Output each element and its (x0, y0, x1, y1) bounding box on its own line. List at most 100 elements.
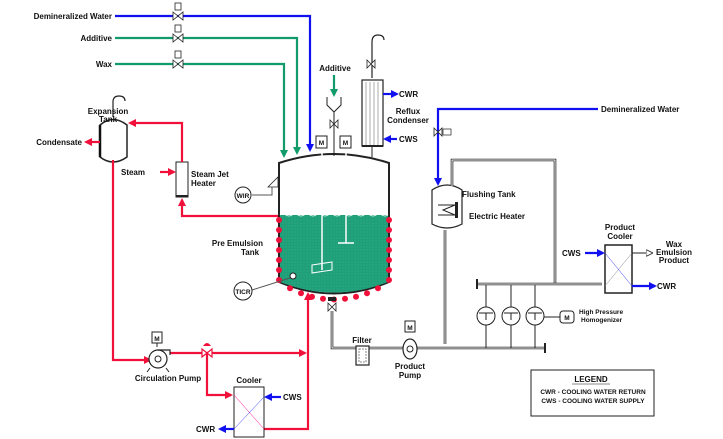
demineralized-water-label: Demineralized Water (34, 12, 112, 21)
demineralized-water-right-label: Demineralized Water (601, 105, 679, 114)
expansion-tank: Expansion Tank Condensate (36, 95, 128, 163)
heating-dot (276, 257, 282, 263)
steam-jet-heater-label-1: Steam Jet (191, 170, 229, 179)
pre-emulsion-tank: Pre Emulsion Tank (212, 150, 392, 303)
heating-dot (353, 293, 359, 300)
homogenizer-label-1: High Pressure (579, 309, 623, 316)
wax-emulsion-product-label-2: Emulsion (656, 248, 692, 257)
product-cooler-label-1: Product (605, 223, 636, 232)
product-line (327, 297, 546, 353)
heating-dot (386, 217, 392, 223)
heating-dot (342, 295, 348, 302)
additive-label: Additive (80, 34, 112, 43)
filter[interactable]: Filter (352, 336, 372, 366)
reflux-condenser-label-1: Reflux (396, 107, 421, 116)
product-cooler-cws-label: CWS (562, 249, 581, 258)
legend-item-cws: CWS - COOLING WATER SUPPLY (541, 398, 645, 405)
heating-dot (276, 227, 282, 233)
cooler-cws-label: CWS (283, 393, 302, 402)
additive-top-label: Additive (319, 64, 351, 73)
heating-dot (386, 237, 392, 243)
pre-emulsion-tank-label-2: Tank (241, 248, 260, 257)
valve-icon[interactable] (172, 24, 184, 43)
valve-icon[interactable] (366, 59, 376, 69)
heating-dot (375, 285, 381, 292)
svg-text:TICR: TICR (235, 289, 250, 296)
pre-emulsion-tank-label-1: Pre Emulsion (212, 239, 263, 248)
reflux-condenser-label-2: Condenser (387, 116, 429, 125)
wir-instrument: WIR (234, 176, 279, 204)
heating-dot (386, 277, 392, 283)
wax-emulsion-product-label-1: Wax (666, 240, 683, 249)
motor-icon: M (315, 135, 328, 149)
motor-icon: M (407, 325, 412, 332)
electric-heater-label: Electric Heater (469, 212, 525, 221)
heating-dot (364, 290, 370, 297)
filter-label: Filter (352, 336, 372, 345)
product-cooler-label-2: Cooler (607, 232, 632, 241)
heating-dot (276, 247, 282, 253)
valve-icon[interactable] (327, 302, 337, 312)
motor-icon: M (564, 315, 569, 322)
reflux-cws-label: CWS (399, 135, 418, 144)
legend-item-cwr: CWR - COOLING WATER RETURN (540, 389, 646, 396)
heating-dot (276, 267, 282, 273)
feed-valves (172, 2, 184, 69)
wax-feed-line: Wax (96, 60, 288, 158)
heating-dot (386, 267, 392, 273)
svg-text:M: M (343, 140, 348, 147)
reflux-cwr-label: CWR (399, 90, 418, 99)
steam-jet-heater: Steam Steam Jet Heater (121, 161, 229, 198)
svg-text:WIR: WIR (237, 193, 250, 200)
product-cooler-cwr-label: CWR (657, 282, 676, 291)
steam-label: Steam (121, 168, 145, 177)
heating-dot (276, 217, 282, 223)
heating-dot (386, 227, 392, 233)
wax-label: Wax (96, 60, 113, 69)
reflux-condenser: CWR CWS Reflux Condenser (361, 34, 429, 157)
valve-icon[interactable] (172, 2, 184, 21)
wax-emulsion-product-label-3: Product (659, 256, 690, 265)
heating-dot (287, 285, 293, 292)
high-pressure-homogenizer[interactable]: M High Pressure Homogenizer (476, 285, 623, 348)
legend-title: LEGEND (574, 375, 608, 384)
flushing-tank: Flushing Tank Electric Heater (431, 158, 602, 344)
tank-liquid (280, 215, 388, 293)
additive-top-feed: Additive (319, 64, 351, 156)
product-pump-label-1: Product (395, 362, 426, 371)
heating-dot (320, 295, 326, 302)
cooler: Cooler CWS CWR (196, 376, 302, 438)
heating-dot (386, 247, 392, 253)
steam-jet-heater-label-2: Heater (191, 179, 216, 188)
demineralized-water-right-line: Demineralized Water (433, 105, 679, 186)
agitator-motors: M M (315, 135, 352, 149)
product-pump[interactable]: M Product Pump (395, 320, 426, 380)
circulation-pump[interactable]: M Circulation Pump (135, 331, 201, 383)
demineralized-water-feed-line: Demineralized Water (34, 12, 314, 152)
motor-icon: M (339, 135, 352, 149)
cooler-label: Cooler (236, 376, 261, 385)
flushing-tank-label: Flushing Tank (462, 190, 516, 199)
temperature-control-valve[interactable] (201, 343, 213, 359)
heating-dot (298, 290, 304, 297)
agitator-shafts (311, 150, 354, 274)
heating-dot (276, 237, 282, 243)
product-cooler: Product Cooler CWS CWR Wax Emulsion Prod… (562, 223, 692, 294)
ticr-instrument: TICR (233, 272, 297, 301)
valve-icon[interactable] (433, 127, 443, 137)
heating-dot (386, 257, 392, 263)
product-pump-label-2: Pump (399, 371, 421, 380)
svg-text:M: M (319, 140, 324, 147)
expansion-tank-label-2: Tank (99, 115, 118, 124)
motor-icon: M (154, 336, 159, 343)
legend: LEGEND CWR - COOLING WATER RETURN CWS - … (530, 369, 655, 417)
valve-icon[interactable] (172, 50, 184, 69)
homogenizer-label-2: Homogenizer (581, 317, 623, 324)
heating-dot (309, 293, 315, 300)
condensate-label: Condensate (36, 138, 82, 147)
circulation-pump-label: Circulation Pump (135, 374, 201, 383)
cooler-cwr-label: CWR (196, 425, 215, 434)
heating-loop-lines (111, 119, 312, 431)
